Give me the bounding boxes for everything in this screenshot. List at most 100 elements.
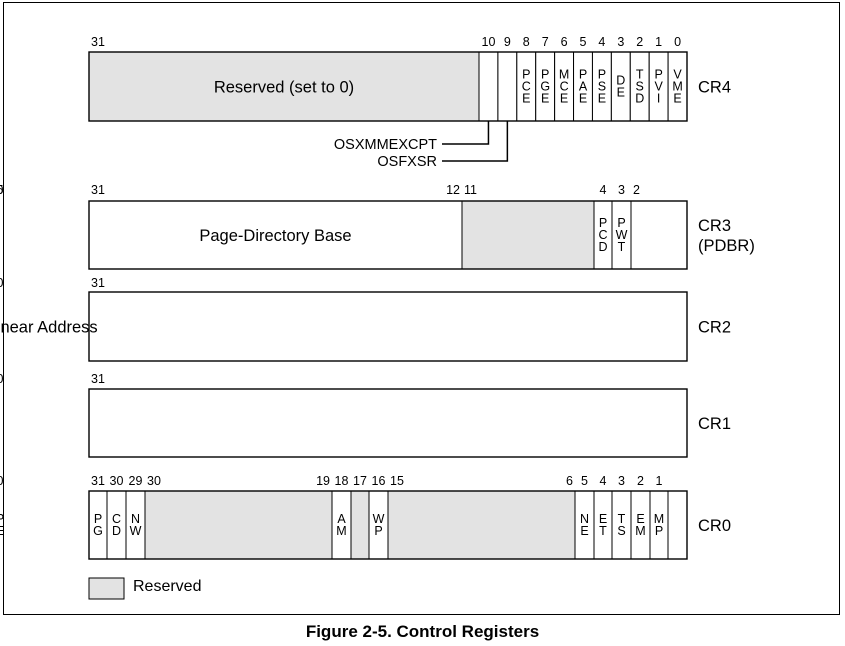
cr0-bit-number: 30: [110, 474, 124, 488]
cr0-bit-number: 1: [656, 474, 663, 488]
cr0-border: [88, 490, 688, 560]
cr4-flag-letter: S: [636, 80, 644, 94]
cr4-flag-letter: P: [522, 68, 530, 82]
cr4-field-blank: [497, 51, 518, 122]
cr0-flag-letter: N: [131, 512, 140, 526]
cr4-bit-number: 31: [91, 35, 105, 49]
cr4-flag-letter: P: [579, 68, 587, 82]
cr4-flag-letter: C: [522, 80, 531, 94]
cr0-flag-letter: P: [655, 524, 663, 538]
register-name-cr4: CR4: [698, 79, 731, 97]
legend-swatch: [88, 577, 125, 600]
cr2-bit-number: 31: [91, 276, 105, 290]
cr4-flag-letter: M: [559, 68, 569, 82]
cr4-flag-letter: A: [579, 80, 588, 94]
cr3-border: [88, 200, 688, 270]
cr4-bit-number: 7: [542, 35, 549, 49]
cr3-bit-number: 11: [464, 183, 477, 197]
cr0-bit-number: 4: [600, 474, 607, 488]
cr4-flag-letter: T: [636, 68, 644, 82]
cr4-flag-letter: E: [617, 86, 625, 100]
cr0-flag-letter: E: [0, 524, 4, 538]
cr3-flag-letter: D: [598, 240, 607, 254]
cr0-flag-letter: T: [599, 524, 607, 538]
cr0-flag-letter: C: [112, 512, 121, 526]
cr0-flag-letter: W: [373, 512, 385, 526]
cr0-bit-number: 3: [618, 474, 625, 488]
cr0-flag-letter: A: [337, 512, 346, 526]
cr0-bit-number: 16: [372, 474, 386, 488]
cr4-field-blank: [478, 51, 499, 122]
cr3-flag-letter: P: [617, 216, 625, 230]
cr0-bit-number: 15: [390, 474, 404, 488]
cr0-flag-letter: M: [635, 524, 645, 538]
cr4-bit-number: 4: [598, 35, 605, 49]
cr3-flag-letter: C: [598, 228, 607, 242]
cr0-bit-number: 19: [316, 474, 330, 488]
cr1-bit-number: 0: [0, 372, 4, 386]
figure-caption: Figure 2-5. Control Registers: [305, 622, 540, 641]
cr0-flag-letter: E: [599, 512, 607, 526]
cr4-flag-letter: E: [541, 92, 549, 106]
register-name-cr2: CR2: [698, 319, 731, 337]
cr0-flag-letter: P: [374, 524, 382, 538]
cr0-flag-letter: E: [636, 512, 644, 526]
cr2-border: [88, 291, 688, 362]
cr0-flag-letter: G: [93, 524, 103, 538]
cr0-field-reserved: [144, 490, 333, 560]
cr0-flag-letter: E: [580, 524, 588, 538]
cr4-flag-letter: D: [616, 74, 625, 88]
cr0-flag-letter: P: [94, 512, 102, 526]
register-name-cr3: (PDBR): [698, 237, 755, 255]
cr4-flag-letter: E: [579, 92, 587, 106]
cr0-field-reserved: [350, 490, 370, 560]
cr0-flag-letter: W: [130, 524, 142, 538]
callout-line: [442, 121, 490, 145]
cr3-bit-number: 31: [91, 183, 105, 197]
cr4-flag-letter: V: [654, 80, 663, 94]
cr3-bit-number: 12: [446, 183, 460, 197]
cr4-flag-letter: C: [560, 80, 569, 94]
cr4-field-label: Reserved (set to 0): [214, 79, 354, 97]
cr3-flag-letter: P: [599, 216, 607, 230]
cr4-flag-letter: E: [673, 92, 681, 106]
cr4-flag-letter: P: [541, 68, 549, 82]
cr3-bit-number: 5: [0, 183, 4, 197]
cr3-field-page-directory-base: [88, 200, 463, 270]
cr2-bit-number: 0: [0, 276, 4, 290]
cr3-bit-number: 4: [600, 183, 607, 197]
cr4-bit-number: 8: [523, 35, 530, 49]
cr4-flag-letter: M: [672, 80, 682, 94]
cr3-field-label: Page-Directory Base: [199, 227, 351, 245]
figure-frame: [3, 2, 840, 615]
register-name-cr1: CR1: [698, 415, 731, 433]
cr4-flag-letter: P: [598, 68, 606, 82]
cr4-flag-letter: I: [657, 92, 660, 106]
cr4-bit-number: 2: [636, 35, 643, 49]
cr0-bit-number: 0: [0, 474, 4, 488]
cr0-bit-number: 5: [581, 474, 588, 488]
cr0-bit-number: 18: [335, 474, 349, 488]
register-name-cr0: CR0: [698, 517, 731, 535]
cr0-flag-letter: D: [112, 524, 121, 538]
register-name-cr3: CR3: [698, 217, 731, 235]
cr0-field-reserved: [387, 490, 576, 560]
cr0-flag-letter: P: [0, 512, 4, 526]
cr3-bit-number: 2: [633, 183, 640, 197]
cr4-bit-number: 6: [561, 35, 568, 49]
cr4-bit-number: 1: [655, 35, 662, 49]
cr4-bit-number: 0: [674, 35, 681, 49]
cr1-border: [88, 388, 688, 458]
cr4-flag-letter: V: [673, 68, 682, 82]
cr0-flag-letter: S: [617, 524, 625, 538]
cr4-flag-letter: S: [598, 80, 606, 94]
cr0-bit-number: 31: [91, 474, 105, 488]
cr0-bit-number: 29: [129, 474, 143, 488]
cr0-flag-letter: T: [618, 512, 626, 526]
cr3-flag-letter: T: [618, 240, 626, 254]
cr0-bit-number: 6: [566, 474, 573, 488]
cr4-bit-number: 5: [580, 35, 587, 49]
cr3-field-reserved: [461, 200, 595, 270]
cr0-bit-number: 2: [637, 474, 644, 488]
